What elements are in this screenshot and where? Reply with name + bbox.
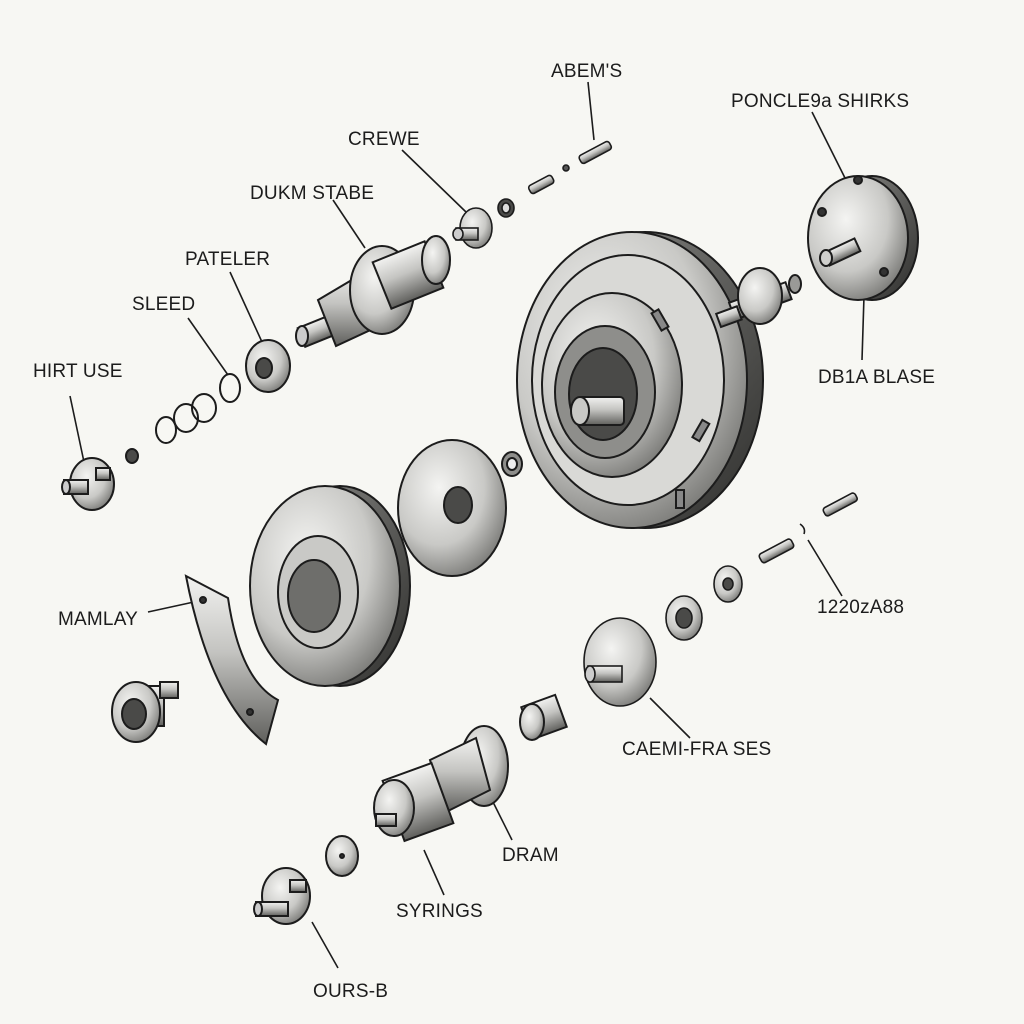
hub-shaft xyxy=(714,267,802,329)
washers-left xyxy=(125,339,291,464)
leader-db1a-blase xyxy=(861,295,865,361)
label-syrings: SYRINGS xyxy=(396,901,483,922)
leader-pateler xyxy=(229,271,263,343)
leader-syrings xyxy=(423,849,445,896)
label-caemi: CAEMI-FRA SES xyxy=(622,739,772,760)
small-pins-top xyxy=(452,140,613,249)
leader-hirt-use xyxy=(69,395,85,463)
leader-code xyxy=(807,539,843,597)
leader-dukm-stabe xyxy=(332,199,366,249)
leader-abems xyxy=(587,81,595,141)
small-hub-left xyxy=(61,457,115,511)
small-parts-right xyxy=(583,492,858,707)
leader-caemi xyxy=(649,697,691,739)
label-dram: DRAM xyxy=(502,845,559,866)
cup-disc xyxy=(397,439,523,577)
leader-lines xyxy=(69,81,865,969)
label-abems: ABEM'S xyxy=(551,61,623,82)
label-poncle-shirks: PONCLE9a SHIRKS xyxy=(731,91,910,112)
curved-plate xyxy=(184,574,280,746)
flange-disc xyxy=(807,175,919,301)
bushing-piston xyxy=(373,693,569,843)
bearing-left xyxy=(111,681,179,743)
label-sleed: SLEED xyxy=(132,294,196,315)
leader-crewe xyxy=(401,149,467,213)
brake-disc xyxy=(249,485,411,687)
leader-poncle-shirks xyxy=(811,111,846,179)
large-bearing-housing xyxy=(516,231,764,529)
label-crewe: CREWE xyxy=(348,129,420,150)
shaft-housing xyxy=(295,235,451,349)
label-mamlay: MAMLAY xyxy=(58,609,139,630)
leader-ours-b xyxy=(311,921,339,969)
label-db1a-blase: DB1A BLASE xyxy=(818,367,936,388)
label-hirt-use: HIRT USE xyxy=(33,361,123,382)
leader-dram xyxy=(491,799,513,841)
bottom-parts xyxy=(253,835,359,925)
label-pateler: PATELER xyxy=(185,249,271,270)
label-dukm-stabe: DUKM STABE xyxy=(250,183,375,204)
label-ours-b: OURS-B xyxy=(313,981,389,1002)
leader-sleed xyxy=(187,317,229,376)
label-code: 1220zA88 xyxy=(817,597,905,618)
